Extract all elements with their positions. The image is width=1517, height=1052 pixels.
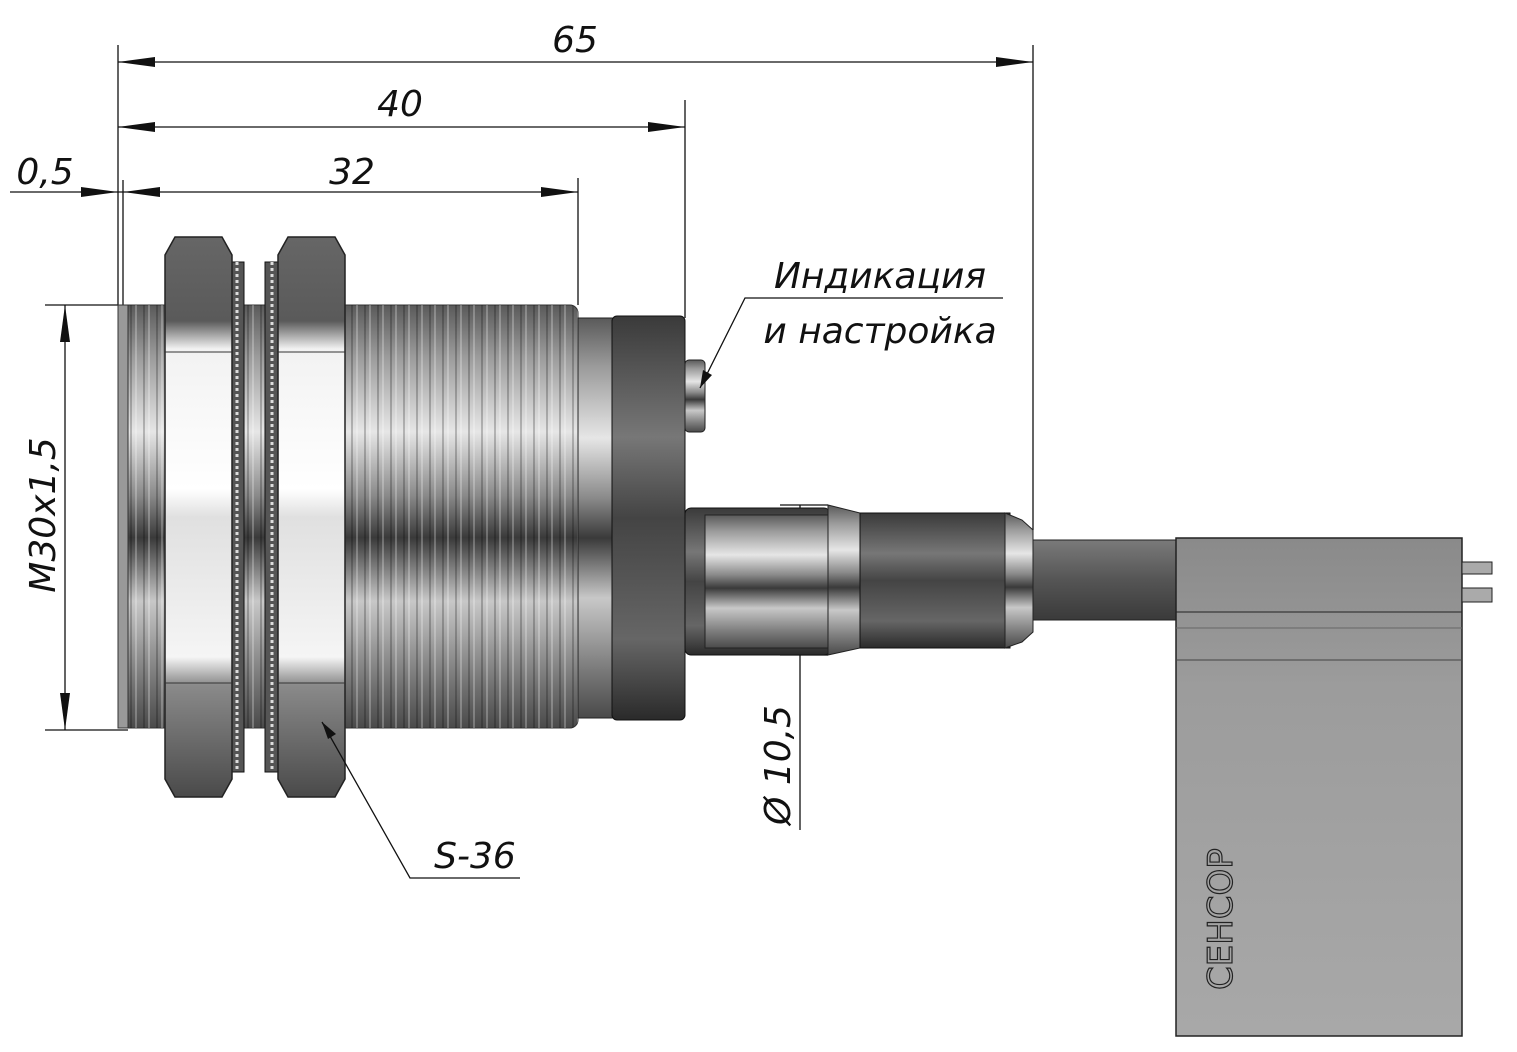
dim-overall-length: 65 <box>552 20 598 61</box>
dim-thread-spec: M30x1,5 <box>23 437 64 592</box>
hex-nut-rear <box>277 236 346 798</box>
dim-wrench-size: S-36 <box>434 836 516 877</box>
cable-label-tag: СЕНСОР <box>1175 537 1493 1037</box>
housing-collar <box>577 315 686 721</box>
dim-thread-length: 32 <box>329 152 375 193</box>
lock-washers <box>229 261 280 773</box>
indicator-button <box>684 359 706 433</box>
brand-label: СЕНСОР <box>1201 848 1241 990</box>
dim-body-length: 40 <box>377 84 423 125</box>
cable <box>1032 539 1179 621</box>
leader-lines <box>321 297 1003 879</box>
hex-nut-front <box>164 236 233 798</box>
callout-indication-line2: и настройка <box>763 311 996 352</box>
callout-indication-line1: Индикация <box>774 256 986 297</box>
connector <box>684 504 1034 656</box>
dim-front-offset: 0,5 <box>16 152 73 193</box>
extension-lines <box>45 45 1034 731</box>
dim-connector-diameter: Ø 10,5 <box>758 705 799 827</box>
